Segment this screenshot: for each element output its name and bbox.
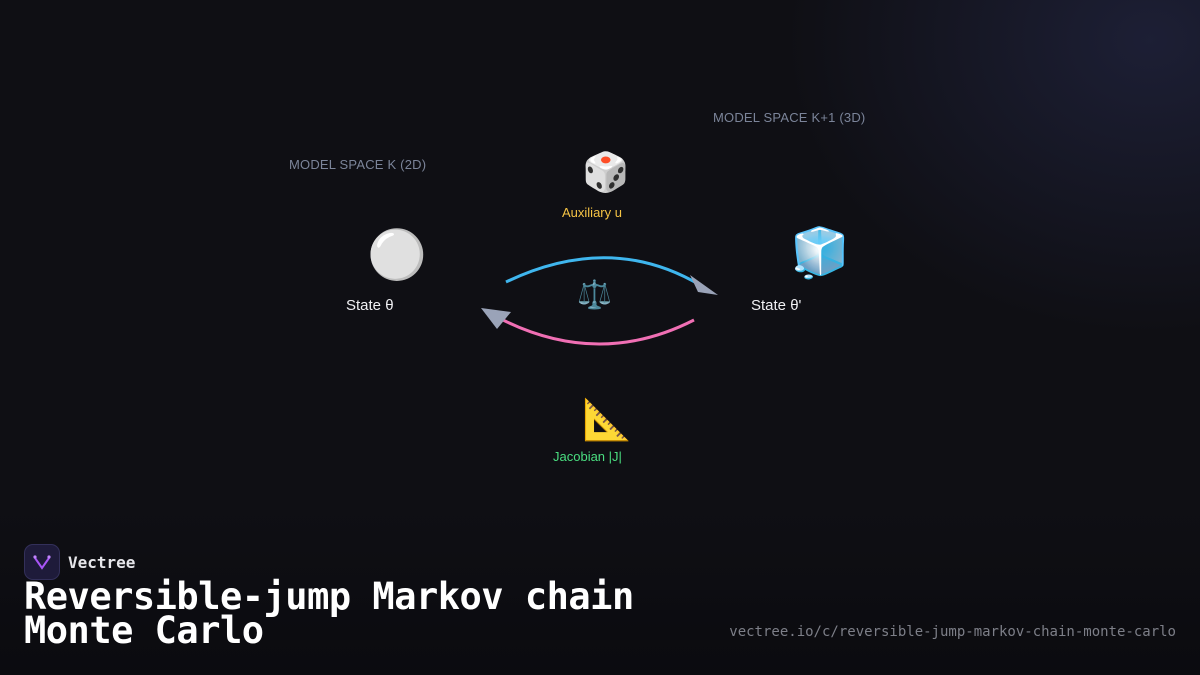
forward-jump-arrow — [505, 256, 701, 287]
reverse-jump-arrow — [502, 318, 695, 346]
model-space-k-label: MODEL SPACE K (2D) — [289, 157, 427, 172]
balance-scale-icon: ⚖️ — [577, 279, 612, 310]
ice-cube-icon: 🧊 — [790, 227, 850, 280]
auxiliary-label: Auxiliary u — [562, 205, 622, 220]
state-theta-prime-label: State θ' — [751, 297, 802, 314]
forward-arrowhead — [690, 275, 718, 295]
model-space-k1-label: MODEL SPACE K+1 (3D) — [713, 110, 866, 125]
vectree-logo-icon — [24, 544, 60, 580]
brand-name: Vectree — [68, 552, 136, 572]
triangular-ruler-icon: 📐 — [582, 398, 632, 442]
reverse-arrowhead — [481, 308, 511, 329]
page-url[interactable]: vectree.io/c/reversible-jump-markov-chai… — [729, 624, 1176, 640]
white-circle-icon: ⚪ — [367, 229, 427, 282]
dice-icon: 🎲 — [582, 152, 630, 194]
jacobian-label: Jacobian |J| — [553, 449, 622, 464]
brand: Vectree — [24, 544, 135, 580]
state-theta-label: State θ — [346, 297, 394, 314]
page-title: Reversible-jump Markov chain Monte Carlo — [24, 575, 634, 652]
